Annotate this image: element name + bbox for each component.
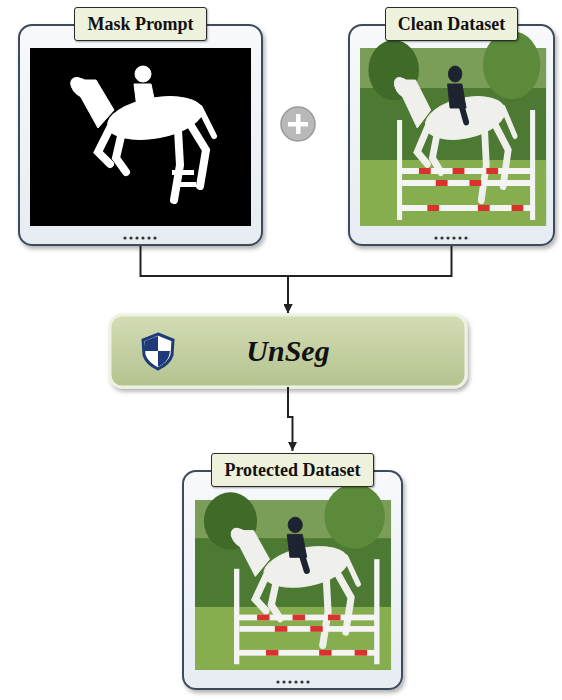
- ellipsis-dots: [276, 680, 309, 683]
- dataset-box: Clean Dataset: [348, 7, 555, 246]
- process-band: UnSeg: [110, 315, 466, 387]
- box-frame: [348, 24, 555, 246]
- box-frame: [182, 470, 403, 690]
- process-label: UnSeg: [246, 334, 329, 368]
- clean-photo: [360, 31, 546, 226]
- box-heading: Protected Dataset: [211, 453, 373, 487]
- flow-arrow: [288, 246, 452, 313]
- dataset-box: Protected Dataset: [182, 453, 403, 690]
- plus-symbol: [281, 107, 315, 141]
- flow-arrow: [288, 387, 293, 451]
- box-frame: [18, 24, 263, 246]
- protected-photo: [195, 484, 391, 670]
- mask-image: [30, 48, 251, 226]
- box-ground: [348, 24, 555, 246]
- box-heading: Clean Dataset: [385, 7, 518, 41]
- ellipsis-dots: [434, 236, 467, 239]
- box-ground: [18, 24, 263, 246]
- box-heading: Mask Prompt: [74, 7, 206, 41]
- shield-icon: [143, 334, 173, 369]
- flow-arrow: [141, 246, 289, 313]
- box-ground: [182, 470, 403, 690]
- dataset-box: Mask Prompt: [18, 7, 263, 246]
- ellipsis-dots: [123, 236, 156, 239]
- band-ground: [110, 315, 466, 387]
